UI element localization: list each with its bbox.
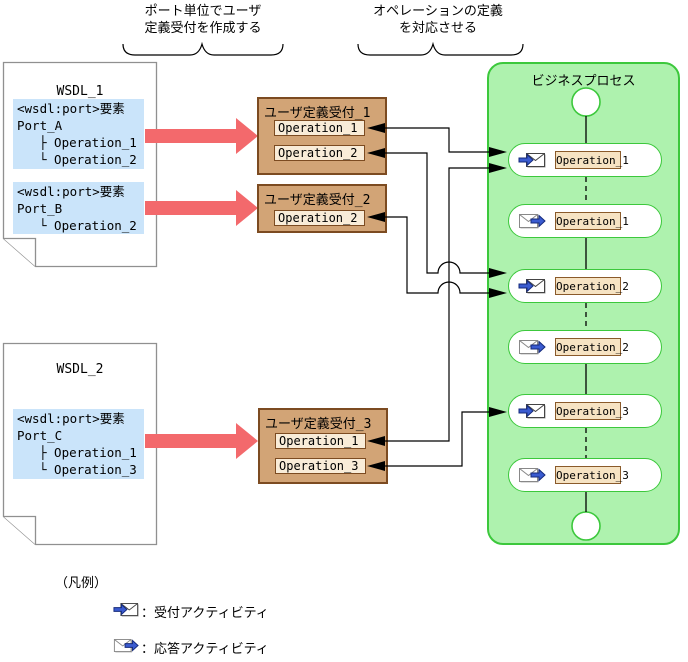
receive-activity-icon [518, 150, 546, 170]
reply-activity-icon [518, 465, 546, 485]
reception-operation: Operation_3 [275, 458, 366, 474]
legend-receive-label: ：受付アクティビティ [141, 606, 269, 621]
business-process-title: ビジネスプロセス [531, 74, 636, 89]
reception-operation: Operation_1 [274, 120, 365, 136]
activity-label: Operation_2 [555, 277, 629, 295]
bp-activity-receive-2: Operation_2 [508, 269, 662, 303]
receive-activity-icon [518, 276, 546, 296]
port-name: Port_C [17, 428, 63, 443]
legend-reply-label: ：応答アクティビティ [141, 642, 269, 657]
wsdl1-folded-corner [3, 237, 37, 267]
port-name: Port_B [17, 201, 63, 216]
activity-label: Operation_3 [555, 466, 629, 484]
wsdl2-folded-corner [3, 515, 37, 545]
reception-operation: Operation_2 [274, 210, 365, 226]
receive-activity-icon [518, 401, 546, 421]
user-reception-2: ユーザ定義受付_2 Operation_2 [257, 184, 387, 233]
port-operation: └ Operation_2 [39, 152, 137, 167]
wsdl2-port-c-block: <wsdl:port>要素 Port_C ├ Operation_1 └ Ope… [13, 409, 144, 479]
activity-label: Operation_2 [555, 338, 629, 356]
reception-title: ユーザ定義受付_2 [264, 193, 371, 208]
port-operation: └ Operation_2 [39, 218, 137, 233]
port-b-to-reception2-arrow [145, 190, 258, 226]
reception-title: ユーザ定義受付_3 [265, 417, 372, 432]
reception-operation: Operation_2 [274, 145, 365, 161]
annotation-map-operations: オペレーションの定義 を対応させる [373, 4, 503, 36]
activity-label: Operation_1 [555, 212, 629, 230]
wsdl1-title: WSDL_1 [56, 84, 104, 99]
user-reception-1: ユーザ定義受付_1 Operation_1 Operation_2 [257, 97, 387, 175]
left-brace [122, 41, 284, 56]
annotation-create-reception: ポート単位でユーザ 定義受付を作成する [144, 4, 262, 36]
wsdl-port-element: <wsdl:port>要素 [17, 101, 125, 116]
wsdl2-title: WSDL_2 [56, 362, 104, 377]
bp-activity-reply-3: Operation_3 [508, 458, 662, 492]
port-operation: ├ Operation_1 [39, 135, 137, 150]
user-reception-3: ユーザ定義受付_3 Operation_1 Operation_3 [258, 408, 388, 484]
reply-activity-icon [518, 211, 546, 231]
port-a-to-reception1-arrow [145, 118, 258, 154]
wsdl-port-element: <wsdl:port>要素 [17, 184, 125, 199]
reply-activity-icon [113, 636, 139, 655]
reception-title: ユーザ定義受付_1 [264, 106, 371, 121]
receive-activity-icon [113, 600, 139, 619]
wsdl1-port-a-block: <wsdl:port>要素 Port_A ├ Operation_1 └ Ope… [13, 99, 144, 169]
bp-activity-receive-1: Operation_1 [508, 143, 662, 177]
reply-activity-icon [518, 337, 546, 357]
port-operation: ├ Operation_1 [39, 445, 137, 460]
port-c-to-reception3-arrow [145, 423, 258, 459]
right-brace [357, 41, 524, 56]
bp-activity-reply-1: Operation_1 [508, 204, 662, 238]
reception-operation: Operation_1 [275, 433, 366, 449]
port-operation: └ Operation_3 [39, 462, 137, 477]
mapping-connectors [385, 127, 490, 467]
activity-label: Operation_3 [555, 402, 629, 420]
port-name: Port_A [17, 118, 63, 133]
wsdl-port-element: <wsdl:port>要素 [17, 411, 125, 426]
wsdl1-port-b-block: <wsdl:port>要素 Port_B └ Operation_2 [13, 182, 144, 234]
bp-activity-reply-2: Operation_2 [508, 330, 662, 364]
legend-title: （凡例） [55, 576, 108, 591]
bp-activity-receive-3: Operation_3 [508, 394, 662, 428]
activity-label: Operation_1 [555, 151, 629, 169]
